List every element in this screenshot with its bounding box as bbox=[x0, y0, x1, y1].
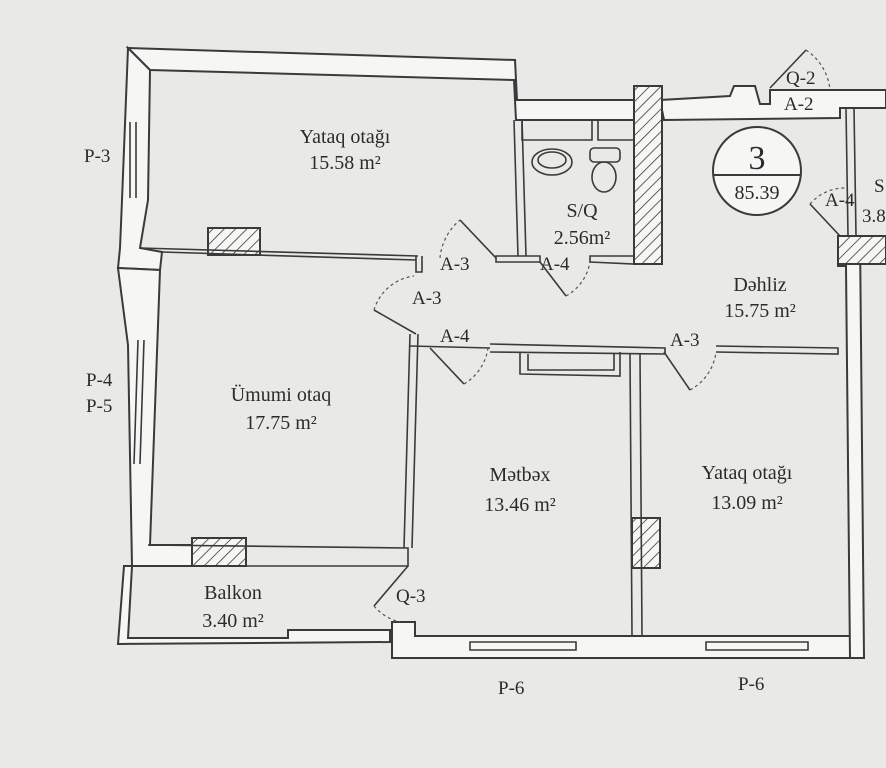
wall-kitchen-top bbox=[409, 343, 839, 355]
window-code-p4: P-4 bbox=[86, 370, 113, 391]
room-balcony-area: 3.40 m² bbox=[202, 610, 264, 632]
wall-living-bottom bbox=[147, 544, 409, 567]
outer-wall-left bbox=[116, 45, 164, 272]
apartment-number: 3 bbox=[748, 140, 766, 177]
cutoff-label-area: 3.8 bbox=[862, 206, 886, 227]
room-bedroom2-area: 13.09 m² bbox=[711, 492, 783, 514]
sink-basin bbox=[537, 151, 567, 169]
window-code-p6-right: P-6 bbox=[738, 674, 765, 695]
window-code-p6-left: P-6 bbox=[498, 678, 525, 699]
bath-shelf bbox=[521, 120, 635, 141]
door-code-a3-bedroom2: A-3 bbox=[670, 330, 700, 351]
wall-right-inner bbox=[845, 107, 857, 237]
door-code-a4-entry: A-4 bbox=[825, 190, 855, 211]
window-left-top bbox=[129, 122, 137, 198]
room-living-area: 17.75 m² bbox=[245, 412, 317, 434]
door-q2-entry bbox=[769, 49, 831, 91]
door-code-a4-kitchen: A-4 bbox=[440, 326, 470, 347]
outer-wall-top-right bbox=[658, 85, 886, 122]
hatched-column-right bbox=[837, 235, 886, 265]
cutoff-label-s: S bbox=[874, 176, 885, 197]
door-a3-bedroom1 bbox=[439, 219, 497, 259]
door-a4-kitchen bbox=[429, 347, 489, 385]
outer-wall-bottom bbox=[391, 621, 866, 659]
door-a3-living bbox=[373, 275, 417, 335]
door-code-q3: Q-3 bbox=[396, 586, 426, 607]
outer-wall-right bbox=[837, 235, 866, 659]
door-code-a2: A-2 bbox=[784, 94, 814, 115]
room-bedroom1-area: 15.58 m² bbox=[309, 152, 381, 174]
toilet-tank bbox=[589, 147, 621, 163]
room-bedroom1-name: Yataq otağı bbox=[299, 126, 391, 148]
wall-living-right bbox=[403, 333, 419, 549]
toilet-icon bbox=[591, 161, 617, 193]
door-code-a3-bedroom1: A-3 bbox=[440, 254, 470, 275]
window-bottom-2 bbox=[705, 641, 809, 651]
door-q3-balcony bbox=[373, 565, 409, 623]
window-code-p5: P-5 bbox=[86, 396, 113, 417]
balcony-rail bbox=[116, 565, 391, 646]
wall-kitchen-counter bbox=[519, 352, 621, 377]
outer-wall-top bbox=[125, 46, 636, 121]
room-bathroom-name: S/Q bbox=[566, 200, 598, 222]
sink-icon bbox=[531, 148, 573, 176]
door-a4-right bbox=[809, 187, 847, 237]
room-hall-area: 15.75 m² bbox=[724, 300, 796, 322]
hatched-vent-living bbox=[191, 537, 247, 567]
door-a4-bath bbox=[539, 261, 591, 297]
window-bottom-1 bbox=[469, 641, 577, 651]
door-code-a3-living: A-3 bbox=[412, 288, 442, 309]
hatched-column-top bbox=[633, 85, 663, 265]
wall-bedroom2-left bbox=[629, 353, 643, 637]
room-balcony-name: Balkon bbox=[204, 582, 262, 604]
room-kitchen-area: 13.46 m² bbox=[484, 494, 556, 516]
apartment-badge bbox=[712, 126, 802, 216]
wall-living-top bbox=[415, 256, 423, 273]
window-code-p3: P-3 bbox=[84, 146, 111, 167]
wall-bath-left bbox=[513, 119, 527, 257]
room-hall-name: Dəhliz bbox=[733, 274, 787, 296]
room-bedroom2-name: Yataq otağı bbox=[701, 462, 793, 484]
window-left-mid bbox=[133, 339, 145, 465]
door-code-q2: Q-2 bbox=[786, 68, 816, 89]
wall-bedroom1-bottom bbox=[139, 247, 419, 261]
room-bathroom-area: 2.56m² bbox=[553, 227, 611, 249]
room-living-name: Ümumi otaq bbox=[230, 384, 332, 406]
door-a3-bedroom2 bbox=[663, 351, 717, 391]
room-kitchen-name: Mətbəx bbox=[489, 464, 551, 486]
apartment-total-area: 85.39 bbox=[734, 182, 780, 204]
outer-wall-left-lower bbox=[116, 266, 196, 567]
door-code-a4-bath: A-4 bbox=[540, 254, 570, 275]
hatched-column-bedroom2 bbox=[631, 517, 661, 569]
